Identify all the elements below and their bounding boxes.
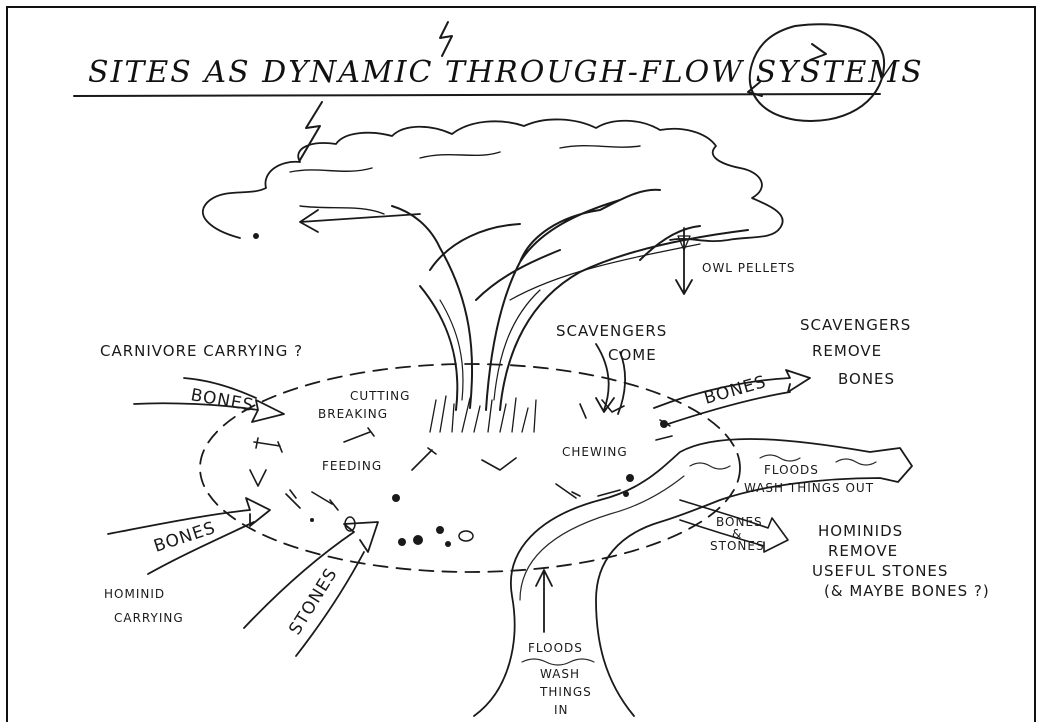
stone bbox=[623, 491, 629, 497]
stone bbox=[310, 518, 314, 522]
scavengers-come-label-1: SCAVENGERS bbox=[556, 322, 667, 340]
lightning-bolt-top bbox=[440, 22, 452, 56]
diagram-title: SITES AS DYNAMIC THROUGH-FLOW SYSTEMS bbox=[88, 55, 924, 90]
bone-fragment bbox=[312, 492, 338, 510]
stone bbox=[392, 494, 400, 502]
bones-stones-out-label-3: STONES bbox=[710, 539, 765, 553]
bone-fragment bbox=[254, 438, 282, 452]
scavengers-remove-label-1: SCAVENGERS bbox=[800, 316, 911, 334]
stone bbox=[660, 420, 668, 428]
scavengers-come-label-2: COME bbox=[608, 346, 657, 364]
bone-fragment bbox=[482, 458, 516, 470]
tree-trunk bbox=[392, 190, 748, 410]
scavengers-remove-label-3: BONES bbox=[838, 370, 895, 388]
bone-fragment bbox=[286, 490, 300, 508]
floods-out-label-1: FLOODS bbox=[764, 463, 819, 477]
bone-fragment bbox=[344, 428, 374, 442]
floods-in-label-1: FLOODS bbox=[528, 641, 583, 655]
floods-out-label-2: WASH THINGS OUT bbox=[744, 481, 874, 495]
stone bbox=[626, 474, 634, 482]
stone bbox=[413, 535, 423, 545]
hominids-remove-label-3: USEFUL STONES bbox=[812, 562, 948, 580]
canopy-dot bbox=[253, 233, 259, 239]
stone bbox=[445, 541, 451, 547]
breaking-label: BREAKING bbox=[318, 407, 388, 421]
cutting-label: CUTTING bbox=[350, 389, 410, 403]
canopy-arrow-icon bbox=[300, 210, 420, 232]
site-debris bbox=[250, 400, 672, 547]
chewing-label: CHEWING bbox=[562, 445, 628, 459]
hominid-carrying-label-2: CARRYING bbox=[114, 611, 184, 625]
stone bbox=[459, 531, 473, 541]
floods-in-label-3: THINGS bbox=[539, 685, 592, 699]
floods-in-arrow bbox=[536, 570, 552, 632]
carnivore-carrying-label: CARNIVORE CARRYING ? bbox=[100, 342, 303, 360]
stone bbox=[398, 538, 406, 546]
flood-waves-in bbox=[522, 659, 594, 665]
stone bbox=[436, 526, 444, 534]
bone-fragment bbox=[250, 470, 266, 486]
floods-in-label-4: IN bbox=[554, 703, 569, 717]
canopy-shading bbox=[290, 146, 640, 214]
stones-in-arrow-label: STONES bbox=[285, 565, 342, 639]
bone-fragment bbox=[412, 448, 436, 470]
hominids-remove-label-4: (& MAYBE BONES ?) bbox=[824, 582, 990, 600]
owl-pellets-label: OWL PELLETS bbox=[702, 261, 796, 275]
floods-in-label-2: WASH bbox=[540, 667, 580, 681]
hominids-remove-label-2: REMOVE bbox=[828, 542, 898, 560]
grass-tufts bbox=[430, 396, 536, 432]
bones-carnivore-arrow-label: BONES bbox=[189, 385, 256, 416]
hominid-carrying-label-1: HOMINID bbox=[104, 587, 165, 601]
tree-canopy bbox=[203, 119, 783, 241]
bone-fragment bbox=[556, 484, 580, 498]
feeding-label: FEEDING bbox=[322, 459, 382, 473]
lightning-bolt-bottom bbox=[300, 102, 322, 160]
scavengers-remove-label-2: REMOVE bbox=[812, 342, 882, 360]
hominids-remove-label-1: HOMINIDS bbox=[818, 522, 903, 540]
